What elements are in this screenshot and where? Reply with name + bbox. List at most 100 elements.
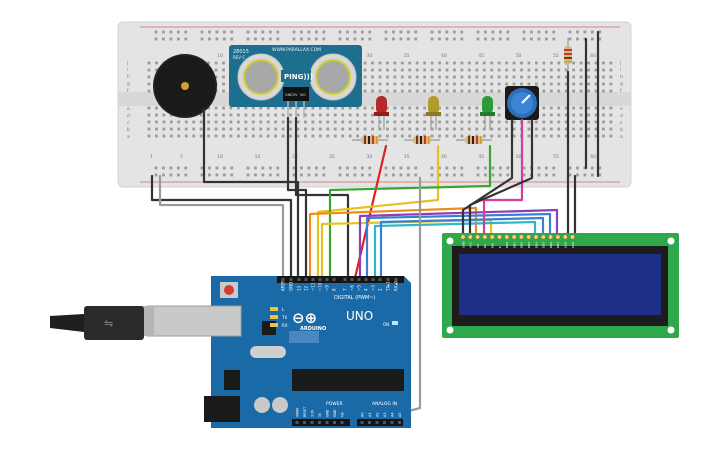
ping-pin-5v: 5V	[293, 93, 298, 97]
row-letter: f	[127, 88, 129, 94]
row-letter: e	[620, 107, 623, 112]
analog-pin-label: A0	[361, 412, 365, 417]
row-letter: f	[620, 88, 622, 94]
lcd-screen	[459, 254, 661, 315]
row-letter: d	[127, 113, 130, 119]
lcd-pin-label: LED	[571, 241, 575, 248]
row-letter: a	[127, 135, 130, 140]
column-number: 45	[478, 154, 484, 160]
digital-pin-label: AREF	[281, 280, 286, 291]
row-letter: i	[127, 67, 128, 73]
ping-logo: PING)))	[284, 73, 313, 81]
column-number: 15	[255, 154, 261, 160]
digital-pin-label: GND	[289, 282, 294, 291]
digital-pin-label: 2	[378, 288, 383, 291]
ping-revision: REV C	[233, 55, 245, 60]
row-letter: h	[620, 74, 623, 80]
wire-lcd-db4	[373, 220, 537, 280]
digital-pin-label: ~5	[357, 285, 362, 291]
lcd-pin-label: GND	[461, 240, 465, 248]
analog-pin-label: A1	[368, 412, 372, 417]
digital-header[interactable]	[277, 276, 404, 283]
digital-pin-label: TX▸1	[386, 281, 391, 292]
power-jack	[204, 396, 240, 422]
lcd-pin-label: LED	[564, 241, 568, 248]
led-red[interactable]	[374, 96, 389, 130]
lcd-pin-label: DB3	[527, 242, 531, 248]
analog-pin-label: A4	[391, 412, 395, 417]
column-number: 60	[590, 53, 596, 59]
lcd-pin-label: DB4	[534, 242, 538, 248]
row-letter: i	[620, 67, 621, 73]
led-label-l: L	[282, 307, 285, 312]
column-number: 35	[404, 154, 410, 160]
led-yellow[interactable]	[426, 96, 441, 130]
digital-pin-label: ~3	[371, 285, 376, 291]
column-number: 10	[217, 53, 223, 59]
power-pin-label: IOREF	[296, 407, 300, 417]
column-number: 35	[404, 53, 410, 59]
power-pin-label: GND	[333, 409, 337, 417]
lcd-pin-label: V0	[476, 244, 480, 248]
ping-part-number: 28015	[233, 49, 249, 55]
wire-ping-5v	[294, 116, 350, 280]
resistor-top-right[interactable]	[564, 38, 572, 72]
column-number: 5	[180, 154, 183, 160]
wire-green-led	[328, 144, 492, 280]
digital-pin-label: 13	[297, 285, 302, 291]
column-number: 40	[441, 53, 447, 59]
resistor-green-led[interactable]	[456, 136, 492, 144]
piezo-buzzer[interactable]	[153, 54, 217, 118]
power-pin-label: 3.3V	[311, 409, 315, 417]
column-number: 60	[590, 154, 596, 160]
wire-lcd-db6	[365, 212, 552, 280]
wire-buzzer-pin	[202, 108, 300, 280]
column-number: 55	[553, 154, 559, 160]
resistor-yellow-led[interactable]	[404, 136, 440, 144]
wire-ping-sig	[286, 116, 308, 280]
digital-pin-label: 4	[364, 288, 369, 291]
row-letter: c	[620, 121, 623, 126]
usb-icon: ⇋	[104, 317, 113, 330]
column-number: 30	[367, 154, 373, 160]
analog-label: ANALOG IN	[372, 401, 397, 407]
row-letter: c	[127, 121, 130, 126]
wires	[150, 30, 600, 414]
row-letter: h	[127, 74, 130, 80]
lcd-pin-label: DB5	[542, 242, 546, 248]
ping-pin-gnd: GND	[285, 93, 293, 97]
column-number: 50	[516, 53, 522, 59]
resistor-red-led[interactable]	[352, 136, 388, 144]
analog-pin-label: A5	[398, 412, 402, 417]
lcd-pin-label: RS	[483, 244, 487, 248]
power-pin-label: RESET	[303, 407, 307, 417]
row-letter: b	[620, 127, 623, 133]
wire-pot-gnd	[461, 118, 514, 239]
lcd-pin-label: VCC	[469, 242, 473, 248]
column-number: 45	[478, 53, 484, 59]
analog-header[interactable]	[357, 419, 403, 426]
potentiometer[interactable]	[505, 86, 539, 120]
lcd-pin-label: RW	[491, 243, 495, 248]
ping-website: WWW.PARALLAX.COM	[272, 47, 321, 53]
column-number: 10	[217, 154, 223, 160]
lcd-pin-label: E	[498, 246, 502, 248]
wire-yellow-led	[316, 144, 440, 280]
ping-sensor[interactable]: 28015 REV C WWW.PARALLAX.COM PING))) GND…	[229, 45, 362, 118]
digital-pin-label: ~11	[311, 282, 316, 291]
led-green[interactable]	[480, 96, 495, 130]
led-label-rx: RX	[282, 323, 288, 328]
row-letter: a	[620, 135, 623, 140]
digital-pin-label: ~9	[325, 285, 330, 291]
digital-pin-label: ~6	[350, 285, 355, 291]
digital-pin-label: 12	[304, 285, 309, 291]
column-number: 55	[553, 53, 559, 59]
row-letter: e	[127, 107, 130, 112]
lcd-pin-label: DB0	[505, 242, 509, 248]
